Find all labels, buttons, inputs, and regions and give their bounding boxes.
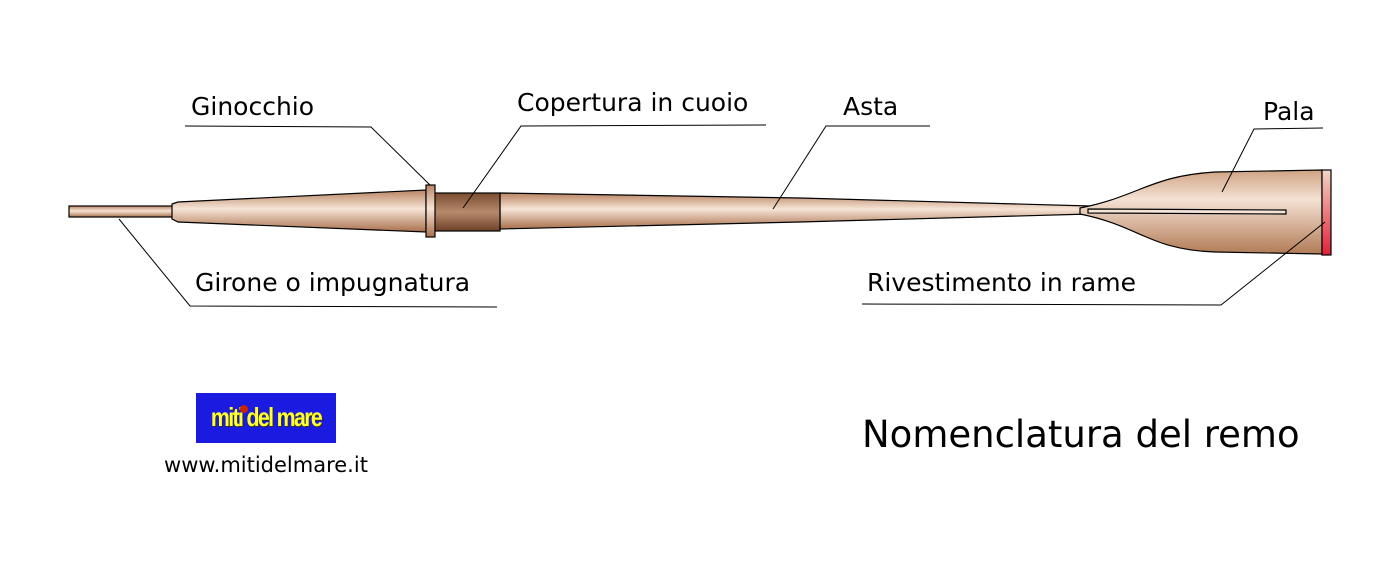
label-pala: Pala <box>1263 97 1315 126</box>
leader-girone <box>118 218 498 308</box>
oar-handle <box>68 205 174 218</box>
logo-miti-del-mare: miti del mare <box>196 393 336 443</box>
oar-blade-spine <box>1087 208 1287 215</box>
oar-copper-tip <box>1321 169 1332 256</box>
leader-pala <box>1221 127 1324 193</box>
leader-copertura <box>462 124 767 209</box>
label-asta: Asta <box>843 92 898 121</box>
diagram-title: Nomenclatura del remo <box>862 413 1300 456</box>
oar-leather-cover <box>433 192 501 232</box>
label-ginocchio: Ginocchio <box>191 92 314 121</box>
leader-ginocchio <box>184 125 431 186</box>
leader-asta <box>772 125 930 210</box>
label-rivestimento: Rivestimento in rame <box>867 268 1136 297</box>
website-url: www.mitidelmare.it <box>164 453 368 477</box>
logo-dot <box>240 405 248 413</box>
oar-loom-inner <box>171 189 427 233</box>
oar-knee-collar <box>425 184 436 238</box>
label-copertura: Copertura in cuoio <box>517 88 748 117</box>
leader-rivestimento <box>861 221 1326 306</box>
label-girone: Girone o impugnatura <box>195 268 470 297</box>
logo-text: miti del mare <box>210 402 323 432</box>
